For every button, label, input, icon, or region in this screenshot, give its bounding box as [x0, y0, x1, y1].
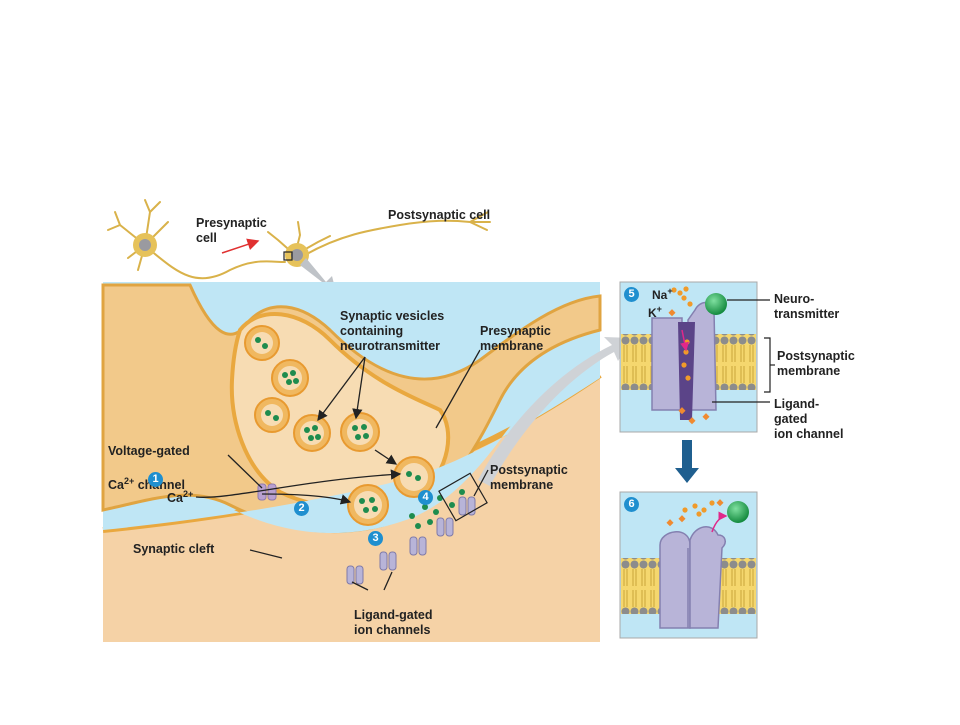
label-k-charge: +	[656, 304, 662, 314]
label-voltage-gated-line1: Voltage-gated	[108, 444, 190, 458]
step-5-badge: 5	[624, 287, 639, 302]
label-ca-ion: Ca2+	[167, 472, 193, 506]
step-2-badge: 2	[294, 501, 309, 516]
label-voltage-gated-sup: 2+	[123, 476, 135, 486]
label-presynaptic-membrane: Presynaptic membrane	[480, 324, 551, 353]
label-synaptic-cleft: Synaptic cleft	[133, 542, 215, 556]
label-ligand-gated-ion-channel: Ligand- gated ion channel	[774, 397, 844, 441]
label-voltage-gated-channel: Voltage-gated Ca2+ channel	[108, 429, 190, 493]
step-6-badge: 6	[624, 497, 639, 512]
down-arrow	[675, 440, 699, 483]
label-ca-ion-sup: 2+	[182, 489, 194, 499]
inset-channel-closed	[619, 491, 758, 639]
main-synapse-panel	[101, 282, 602, 642]
label-postsynaptic-cell: Postsynaptic cell	[388, 208, 491, 222]
label-voltage-gated-ca: Ca	[108, 478, 124, 493]
ligand-gated-channels	[346, 496, 476, 585]
label-ca-ion-symbol: Ca	[167, 491, 183, 506]
step-3-badge: 3	[368, 531, 383, 546]
label-neurotransmitter: Neuro- transmitter	[774, 292, 840, 321]
label-presynaptic-cell: Presynaptic cell	[196, 216, 267, 245]
label-na-charge: +	[667, 286, 673, 296]
leader-lines	[195, 349, 489, 591]
label-ligand-gated-channels: Ligand-gated ion channels	[354, 608, 433, 637]
inset-leader-lines	[712, 299, 775, 403]
label-k-ion: K+	[648, 304, 662, 320]
step-1-badge: 1	[148, 472, 163, 487]
label-na-ion: Na+	[652, 286, 673, 302]
label-postsynaptic-membrane-inset: Postsynaptic membrane	[777, 349, 855, 378]
step-4-badge: 4	[418, 490, 433, 505]
zoom-arrow-inset	[478, 337, 632, 486]
vesicles	[244, 325, 435, 526]
label-na-symbol: Na	[652, 288, 668, 302]
label-k-symbol: K	[648, 306, 657, 320]
voltage-gated-ca-channel	[257, 483, 277, 501]
label-synaptic-vesicles: Synaptic vesicles containing neurotransm…	[340, 309, 445, 353]
label-postsynaptic-membrane: Postsynaptic membrane	[490, 463, 568, 492]
inset-channel-open	[619, 281, 758, 433]
